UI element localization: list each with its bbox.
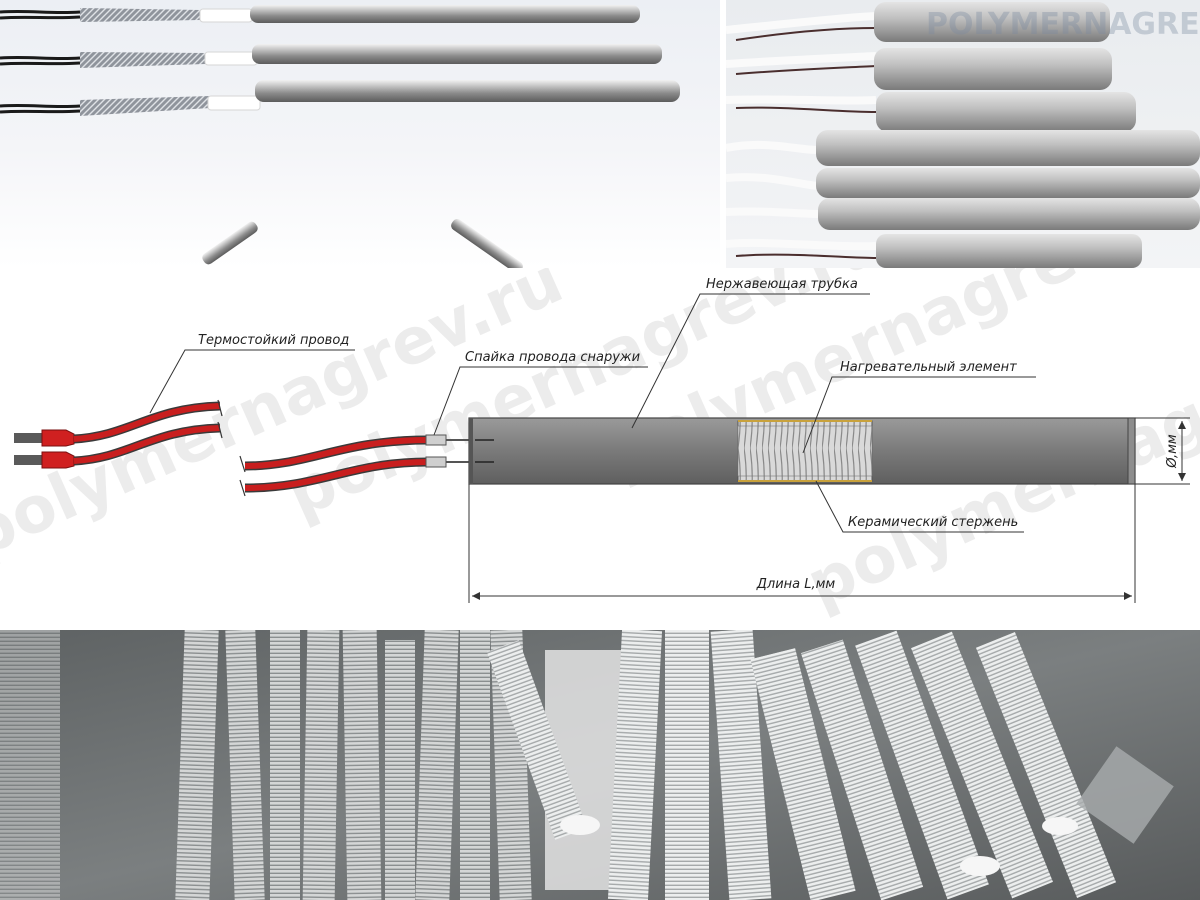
heater-rod-1 [0, 5, 640, 23]
dimension-length: Длина L,мм [468, 484, 1136, 603]
ceramic-rod-label: Керамический стержень [848, 515, 1018, 530]
wire-label: Термостойкий провод [198, 333, 349, 348]
terminal-sleeve-lower [41, 451, 75, 469]
wire-upper-right [244, 437, 429, 469]
cartridge-heater-diagram: polymernagrev.ru polymernagrev.ru polyme… [0, 268, 1200, 630]
terminal-pin-lower [14, 455, 44, 465]
short-rod-left [202, 221, 258, 265]
solder-label: Спайка провода снаружи [465, 350, 640, 365]
wire-lower-left [73, 425, 221, 464]
heater-rod-3 [0, 80, 680, 116]
tube-label: Нержавеющая трубка [706, 277, 858, 292]
heater-rod-2 [0, 44, 662, 68]
solder-joint-lower [425, 456, 447, 468]
ceramic-end [960, 856, 1000, 876]
photo-ceramic-coils-pile [0, 630, 1200, 900]
diameter-label: Ø,мм [1165, 434, 1180, 469]
terminal-sleeve-upper [41, 429, 75, 447]
wire-lower-right [244, 459, 429, 491]
wire-break-mark [239, 455, 246, 497]
photo-right-illustration: POLYMERNAGREV [726, 2, 1200, 268]
terminal-pin-upper [14, 433, 44, 443]
heating-element-label: Нагревательный элемент [840, 360, 1017, 375]
photo-watermark: POLYMERNAGREV [926, 7, 1200, 42]
photo-cartridge-heaters-stack: POLYMERNAGREV [726, 0, 1200, 268]
left-wire-assembly [14, 399, 223, 469]
photo-bottom-illustration [0, 630, 1200, 900]
short-rod-right [451, 218, 523, 268]
wire-break-mark [217, 399, 223, 439]
callout-wire: Термостойкий провод [149, 333, 355, 414]
ceramic-end [1042, 817, 1078, 835]
right-wire-assembly [239, 434, 490, 497]
solder-joint-upper [425, 434, 447, 446]
ceramic-end [560, 815, 600, 835]
diagram-svg: polymernagrev.ru polymernagrev.ru polyme… [0, 268, 1200, 623]
callout-solder: Спайка провода снаружи [433, 350, 648, 436]
rod-stack [726, 2, 1200, 268]
length-label: Длина L,мм [756, 577, 836, 592]
heater-body [468, 417, 1136, 485]
photo-left-illustration [0, 5, 680, 268]
callout-heating-element: Нагревательный элемент [802, 360, 1036, 454]
wire-upper-left [73, 403, 221, 442]
dimension-diameter: Ø,мм [1135, 417, 1190, 485]
photo-cartridge-heaters-white-leads [0, 0, 720, 268]
callout-tube: Нержавеющая трубка [631, 277, 870, 429]
callout-ceramic-rod: Керамический стержень [815, 480, 1024, 533]
coil-bundle [175, 630, 1117, 900]
